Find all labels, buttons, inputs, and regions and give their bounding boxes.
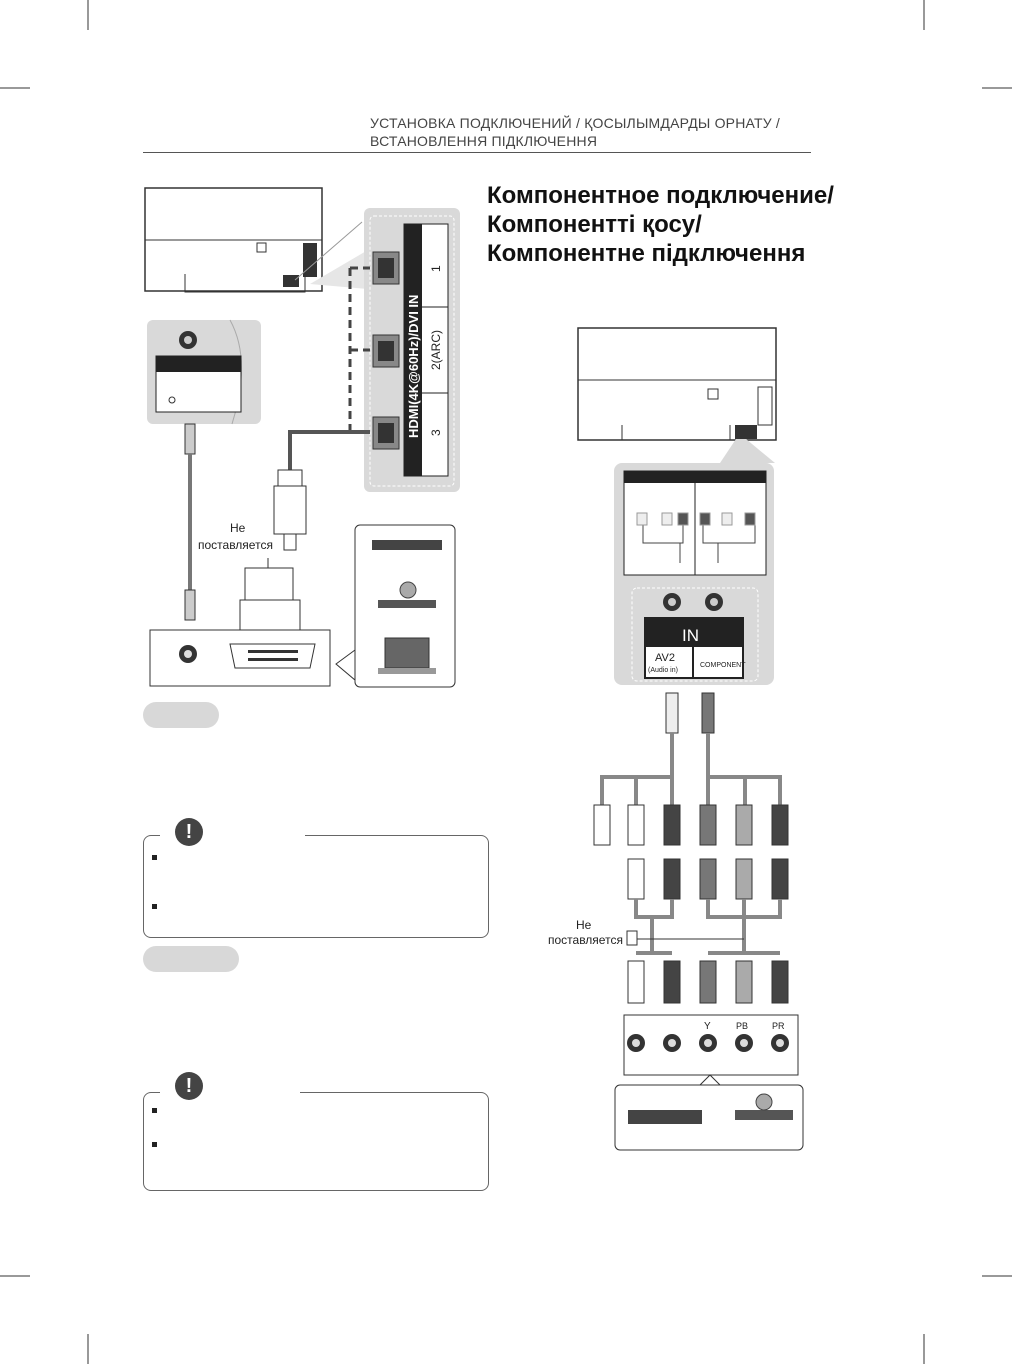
note-1-bullet-1 xyxy=(152,855,157,860)
audio-jack-zoom xyxy=(147,319,261,425)
jack-label-pr: PR xyxy=(772,1021,785,1031)
tv-back-illustration xyxy=(144,187,363,293)
section-title-line-2: Компоненттi қосу/ xyxy=(487,211,702,238)
note-1-bullet-2 xyxy=(152,904,157,909)
note-2-bullet-1 xyxy=(152,1108,157,1113)
page-header: УСТАНОВКА ПОДКЛЮЧЕНИЙ / ҚОСЫЛЫМДАРДЫ ОРН… xyxy=(370,114,780,150)
step-label-pill-1 xyxy=(143,702,219,728)
hdmi-port-panel xyxy=(364,208,460,492)
component-label: COMPONENT xyxy=(700,662,746,669)
right-not-supplied-line-1: Не xyxy=(576,918,592,932)
section-title-line-3: Компонентне підключення xyxy=(487,240,806,267)
note-box-1 xyxy=(143,835,489,938)
hdmi-panel-label: HDMI(4K@60Hz)/DVI IN xyxy=(406,295,421,438)
tv-back-illustration-right xyxy=(577,327,777,441)
hdmi-port-3-number: 3 xyxy=(429,429,443,436)
header-line-1: УСТАНОВКА ПОДКЛЮЧЕНИЙ / ҚОСЫЛЫМДАРДЫ ОРН… xyxy=(370,115,780,131)
left-not-supplied-line-1: Не xyxy=(230,521,246,535)
note-2-warning-icon: ! xyxy=(175,1072,203,1100)
note-box-2-gap xyxy=(160,1086,300,1096)
header-divider xyxy=(143,152,811,153)
jack-label-y: Y xyxy=(704,1021,711,1032)
hdmi-connection-diagram: HDMI(4K@60Hz)/DVI IN 1 2(ARC) 3 xyxy=(144,187,460,688)
in-label: IN xyxy=(682,626,699,645)
hdmi-port-2-number: 2(ARC) xyxy=(429,330,443,370)
header-line-2: ВСТАНОВЛЕННЯ ПІДКЛЮЧЕННЯ xyxy=(370,133,598,149)
jack-label-pb: PB xyxy=(736,1021,748,1031)
section-title: Компонентное подключение/ Компоненттi қо… xyxy=(487,181,834,268)
right-not-supplied-line-2: поставляется xyxy=(548,933,623,947)
note-box-2 xyxy=(143,1092,489,1191)
note-1-warning-icon: ! xyxy=(175,818,203,846)
note-box-1-gap xyxy=(160,829,305,839)
note-2-bullet-2 xyxy=(152,1142,157,1147)
source-devices-box xyxy=(335,524,456,688)
step-label-pill-2 xyxy=(143,946,239,972)
source-device-panel xyxy=(149,629,331,687)
hdmi-port-1-number: 1 xyxy=(429,265,443,272)
section-title-line-1: Компонентное подключение/ xyxy=(487,182,834,209)
audio-in-label: (Audio in) xyxy=(648,667,678,674)
component-connection-diagram: IN AV2 (Audio in) COMPONENT xyxy=(577,327,804,1151)
left-not-supplied-line-2: поставляется xyxy=(198,538,273,552)
av2-label: AV2 xyxy=(655,652,675,664)
